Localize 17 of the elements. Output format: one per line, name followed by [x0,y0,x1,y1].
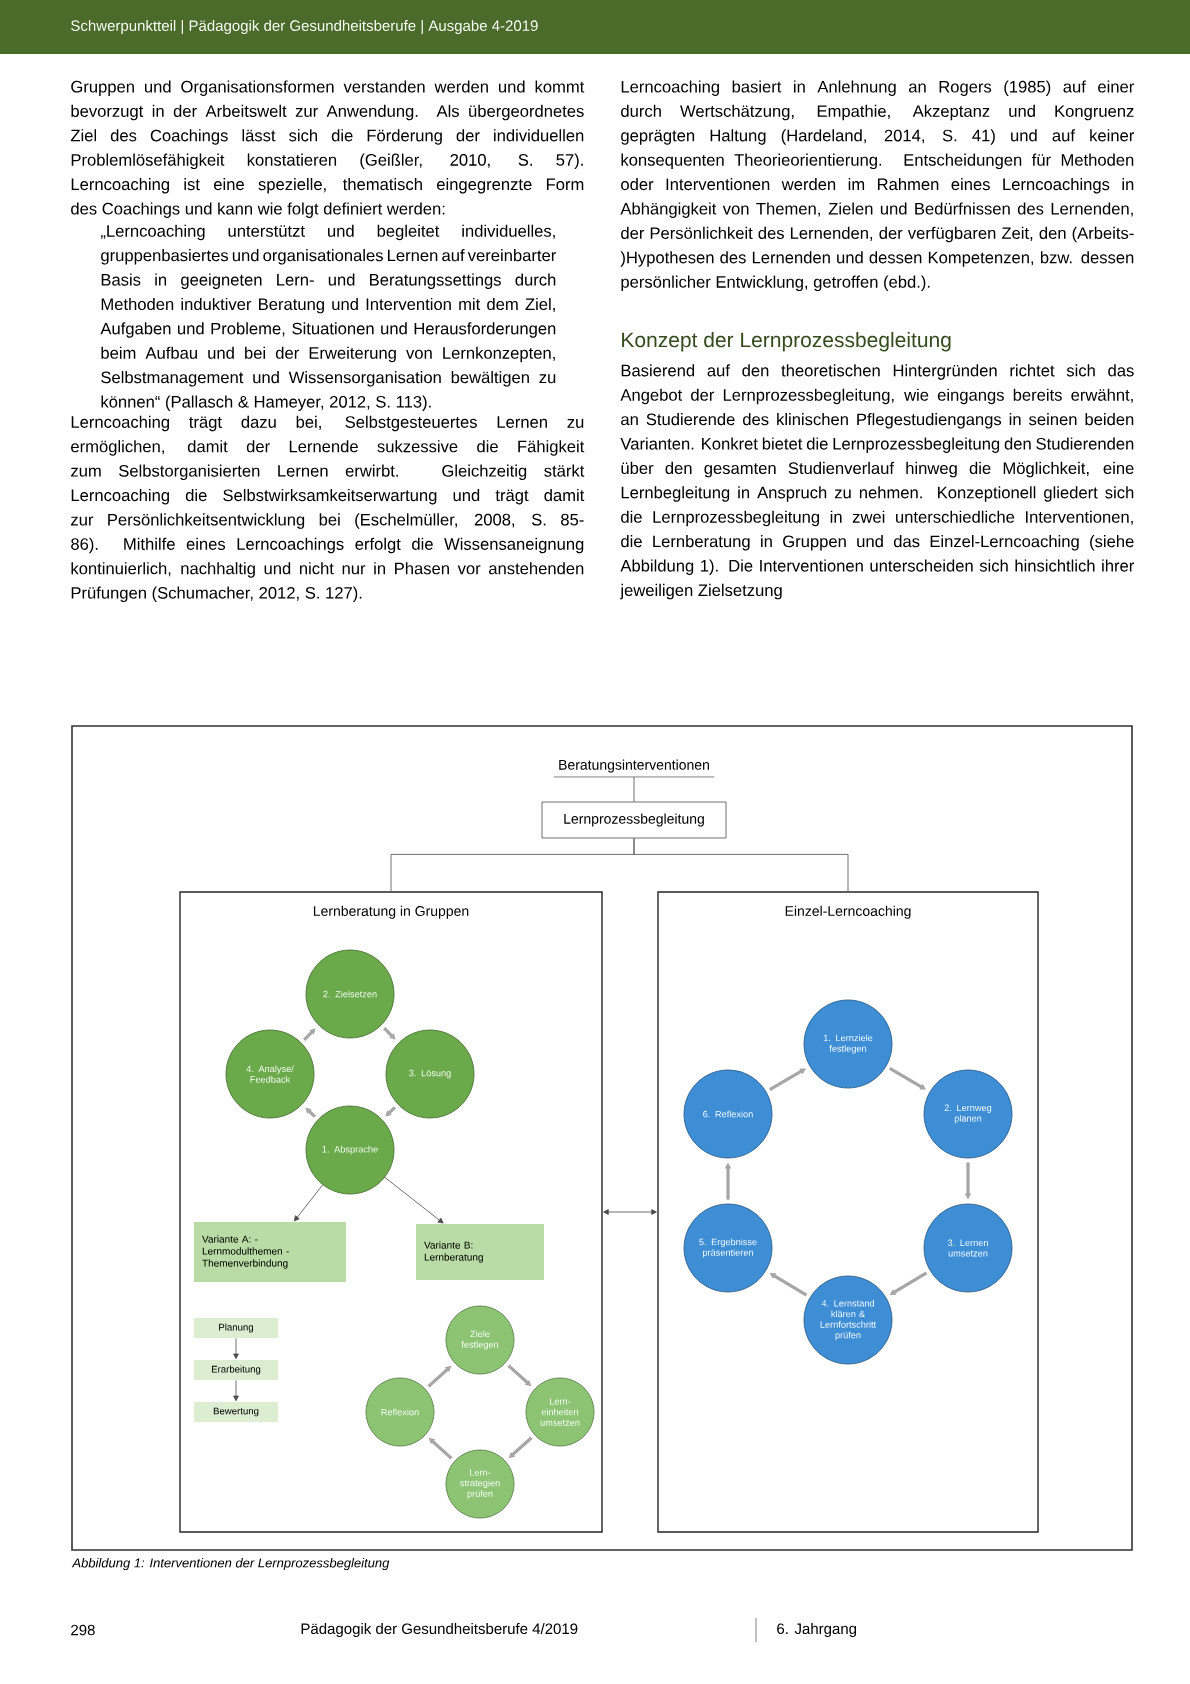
arrow [385,1106,397,1117]
arrow [383,1027,396,1040]
arrow [233,1338,239,1360]
quotation-text: „Lerncoaching unterstützt und begleitet individuelles, gruppenbasiertes und organisationales Lernen auf vereinbarter Basis in geeigneten Lern- und Beratungssettings durch Methoden induktiver Beratung und Intervention mit dem Ziel, Aufgaben und Probleme, Situationen und Herausforderungen beim Aufbau und bei der Erweiterung von Lernkonzepten, Selbstmanagement und Wissensorganisation bewältigen zu können“ (Pallasch & Hameyer, 2012, S. 113). [100,224,556,411]
body-text: Lerncoaching basiert in Anlehnung an Rogers (1985) auf einer durch Wertschätzung, Empathie, Akzeptanz und Kongruenz geprägten Haltung (Hardeland, 2014, S. 41) und auf keiner konsequenten Theorieorientierung. Entscheidungen für Methoden oder Interventionen werden im Rahmen eines Lerncoachings in Abhängigkeit von Themen, Zielen und Bedürfnissen des Lernenden, der Persönlichkeit des Lernenden, der verfügbaren Zeit, den (Arbeits-)Hypothesen des Lernenden und dessen Kompetenzen, bzw. dessen persönlicher Entwicklung, getroffen (ebd.). [620,80,1135,292]
connector-line [633,838,849,892]
arrow [303,1028,316,1041]
connector-line [633,776,635,802]
arrow [384,1177,444,1224]
arrow [305,1107,316,1118]
section-heading: Konzept der Lernprozessbegleitung [622,331,951,352]
body-text: Gruppen und Organisationsformen verstanden werden und kommt bevorzugt in der Arbeitswelt zur Anwendung. Als übergeordnetes Ziel des Coachings lässt sich die Förderung der individuellen Problemlösefähigkeit konstatieren (Geißler, 2010, S. 57). Lerncoaching ist eine spezielle, thematisch eingegrenzte Form des Coachings und kann wie folgt definiert werden: [70,80,585,218]
arrow [294,1184,323,1222]
arrow [603,1209,657,1215]
arrow [233,1380,239,1402]
body-text: Lerncoaching trägt dazu bei, Selbstgesteuertes Lernen zu ermöglichen, damit der Lernende sukzessive die Fähigkeit zum Selbstorganisierten Lernen erwirbt. Gleichzeitig stärkt Lerncoaching die Selbstwirksamkeitserwartung und trägt damit zur Persönlichkeitsentwicklung bei (Eschelmüller, 2008, S. 85-86). Mithilfe eines Lerncoachings erfolgt die Wissensaneignung kontinuierlich, nachhaltig und nicht nur in Phasen vor anstehenden Prüfungen (Schumacher, 2012, S. 127). [71,415,585,603]
body-text: Basierend auf den theoretischen Hintergründen richtet sich das Angebot der Lernprozessbegleitung, wie eingangs bereits erwähnt, an Studierende des klinischen Pflegestudiengangs in seinen beiden Varianten. Konkret bietet die Lernprozessbegleitung den Studierenden über den gesamten Studienverlauf hinweg die Möglichkeit, eine Lernbegleitung in Anspruch zu nehmen. Konzeptionell gliedert sich die Lernprozessbegleitung in zwei unterschiedliche Interventionen, die Lernberatung in Gruppen und das Einzel-Lerncoaching (siehe Abbildung 1). Die Interventionen unterscheiden sich hinsichtlich ihrer jeweiligen Zielsetzung [620,364,1134,600]
